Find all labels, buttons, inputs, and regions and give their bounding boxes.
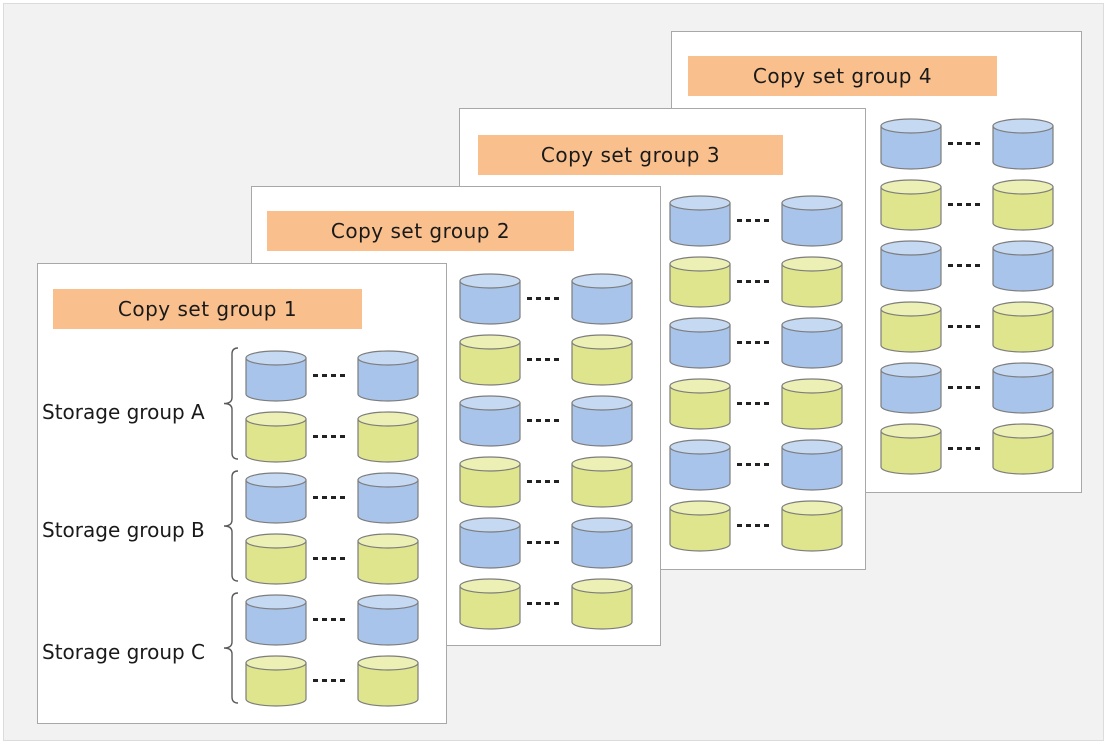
group-1-pair-connector-3 [313,496,345,499]
group-3-pair-connector-1 [737,219,769,222]
group-3-target-disk-2 [781,256,843,308]
copy-set-group-1-title: Copy set group 1 [53,289,362,329]
group-1-source-disk-3 [245,472,307,524]
group-4-target-disk-2 [992,179,1054,231]
group-2-pair-connector-3 [527,419,559,422]
group-3-target-disk-1 [781,195,843,247]
group-3-source-disk-4 [669,378,731,430]
group-2-source-disk-4 [459,456,521,508]
group-1-target-disk-1 [357,350,419,402]
group-1-pair-connector-4 [313,557,345,560]
storage-group-b-brace [223,470,239,582]
group-2-target-disk-6 [571,578,633,630]
group-4-pair-connector-2 [948,203,980,206]
group-4-source-disk-3 [880,240,942,292]
group-1-target-disk-2 [357,411,419,463]
group-4-pair-connector-4 [948,325,980,328]
group-2-pair-connector-6 [527,602,559,605]
group-2-source-disk-1 [459,273,521,325]
group-2-source-disk-3 [459,395,521,447]
group-4-source-disk-6 [880,423,942,475]
group-2-source-disk-6 [459,578,521,630]
group-2-source-disk-2 [459,334,521,386]
copy-set-group-4-title: Copy set group 4 [688,56,997,96]
group-3-source-disk-3 [669,317,731,369]
group-1-source-disk-6 [245,655,307,707]
group-4-target-disk-6 [992,423,1054,475]
group-4-pair-connector-1 [948,142,980,145]
storage-group-c-brace [223,592,239,704]
group-3-target-disk-3 [781,317,843,369]
group-2-pair-connector-2 [527,358,559,361]
group-4-source-disk-5 [880,362,942,414]
group-1-target-disk-5 [357,594,419,646]
group-1-source-disk-2 [245,411,307,463]
group-4-source-disk-2 [880,179,942,231]
group-2-target-disk-2 [571,334,633,386]
group-1-target-disk-4 [357,533,419,585]
group-3-pair-connector-6 [737,524,769,527]
group-2-target-disk-5 [571,517,633,569]
group-1-source-disk-1 [245,350,307,402]
group-3-source-disk-5 [669,439,731,491]
group-2-pair-connector-5 [527,541,559,544]
copy-set-group-2-title: Copy set group 2 [267,211,574,251]
group-1-source-disk-4 [245,533,307,585]
group-2-pair-connector-1 [527,297,559,300]
group-3-pair-connector-5 [737,463,769,466]
group-2-target-disk-4 [571,456,633,508]
group-3-source-disk-1 [669,195,731,247]
group-4-pair-connector-5 [948,386,980,389]
group-4-target-disk-1 [992,118,1054,170]
group-4-source-disk-1 [880,118,942,170]
storage-group-c-label: Storage group C [42,640,206,664]
group-2-target-disk-3 [571,395,633,447]
group-3-pair-connector-4 [737,402,769,405]
group-3-target-disk-5 [781,439,843,491]
group-4-pair-connector-6 [948,447,980,450]
group-3-source-disk-6 [669,500,731,552]
group-4-pair-connector-3 [948,264,980,267]
group-1-pair-connector-2 [313,435,345,438]
group-2-target-disk-1 [571,273,633,325]
storage-group-b-label: Storage group B [42,518,205,542]
storage-group-a-brace [223,347,239,460]
group-1-pair-connector-6 [313,679,345,682]
group-4-target-disk-3 [992,240,1054,292]
group-1-source-disk-5 [245,594,307,646]
copy-set-group-3-title: Copy set group 3 [478,135,783,175]
group-3-source-disk-2 [669,256,731,308]
group-3-target-disk-6 [781,500,843,552]
group-3-target-disk-4 [781,378,843,430]
group-3-pair-connector-3 [737,341,769,344]
group-2-pair-connector-4 [527,480,559,483]
group-4-target-disk-5 [992,362,1054,414]
group-1-pair-connector-1 [313,374,345,377]
group-4-target-disk-4 [992,301,1054,353]
group-1-pair-connector-5 [313,618,345,621]
storage-group-a-label: Storage group A [42,400,205,424]
group-3-pair-connector-2 [737,280,769,283]
group-2-source-disk-5 [459,517,521,569]
group-1-target-disk-6 [357,655,419,707]
group-4-source-disk-4 [880,301,942,353]
group-1-target-disk-3 [357,472,419,524]
